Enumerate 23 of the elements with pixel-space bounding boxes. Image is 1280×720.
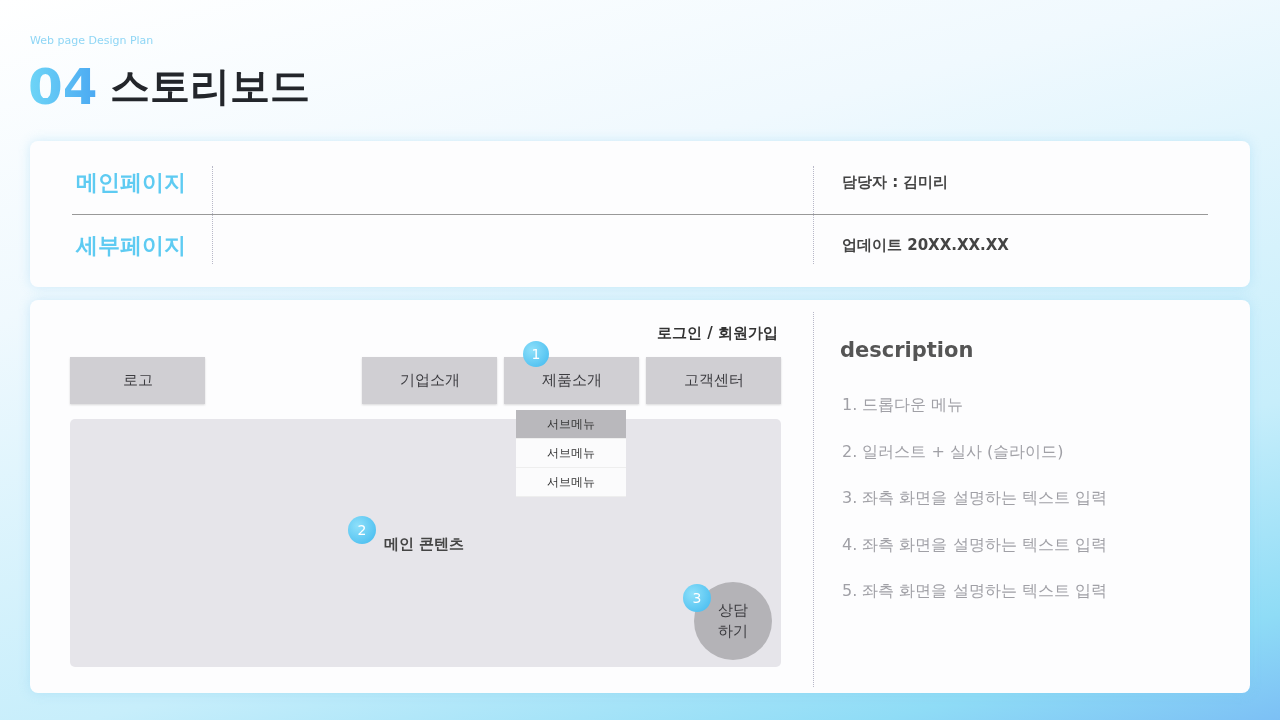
description-item: 5. 좌측 화면을 설명하는 텍스트 입력 — [842, 581, 1107, 602]
nav-menu-item: 기업소개 — [362, 357, 497, 404]
nav-menu-item: 고객센터 — [646, 357, 781, 404]
description-item: 3. 좌측 화면을 설명하는 텍스트 입력 — [842, 488, 1107, 509]
description-heading: description — [840, 338, 974, 362]
submenu-item: 서브메뉴 — [516, 468, 626, 497]
page-label: 메인페이지 — [76, 169, 186, 197]
number-badge: 3 — [683, 584, 711, 612]
manager-label: 담당자 : 김미리 — [842, 173, 949, 192]
number-badge: 2 — [348, 516, 376, 544]
login-link: 로그인 / 회원가입 — [657, 324, 778, 343]
submenu-item: 서브메뉴 — [516, 439, 626, 468]
description-item: 4. 좌측 화면을 설명하는 텍스트 입력 — [842, 534, 1107, 556]
submenu-item: 서브메뉴 — [516, 410, 626, 439]
content-area — [70, 419, 781, 667]
description-item: 1. 드롭다운 메뉴 — [842, 395, 964, 416]
page-label: 세부페이지 — [76, 232, 186, 260]
update-label: 업데이트 20XX.XX.XX — [842, 236, 1009, 255]
page-title: 스토리보드 — [110, 64, 310, 108]
content-label: 메인 콘텐츠 — [384, 535, 465, 554]
description-item: 2. 일러스트 + 실사 (슬라이드) — [842, 441, 1064, 463]
wireframe-block: 로고 — [70, 357, 205, 404]
subtitle: Web page Design Plan — [30, 34, 154, 47]
